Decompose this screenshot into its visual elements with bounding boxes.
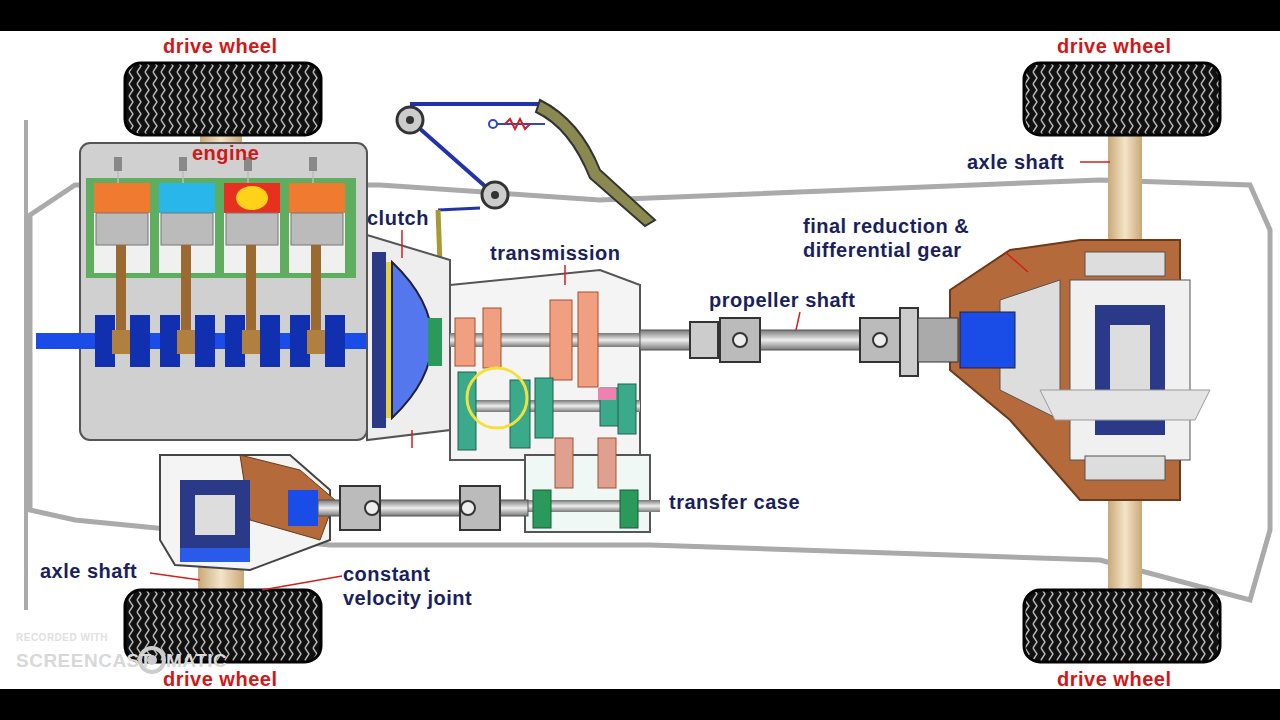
watermark-text: SCREENCAST [16,650,152,672]
wheel-label: drive wheel [1057,34,1171,58]
part-label: transfer case [669,490,800,514]
part-label: clutch [367,206,429,230]
wheel-label: drive wheel [163,34,277,58]
part-label: propeller shaft [709,288,855,312]
part-label: final reduction & differential gear [803,214,1018,262]
part-label: constant velocity joint [343,562,508,610]
watermark-text: RECORDED WITH [16,632,108,644]
wheel-label: drive wheel [1057,667,1171,691]
part-label: axle shaft [40,559,137,583]
part-label: engine [192,141,259,165]
part-label: axle shaft [967,150,1064,174]
wheel-label: drive wheel [163,667,277,691]
part-label: transmission [490,241,620,265]
